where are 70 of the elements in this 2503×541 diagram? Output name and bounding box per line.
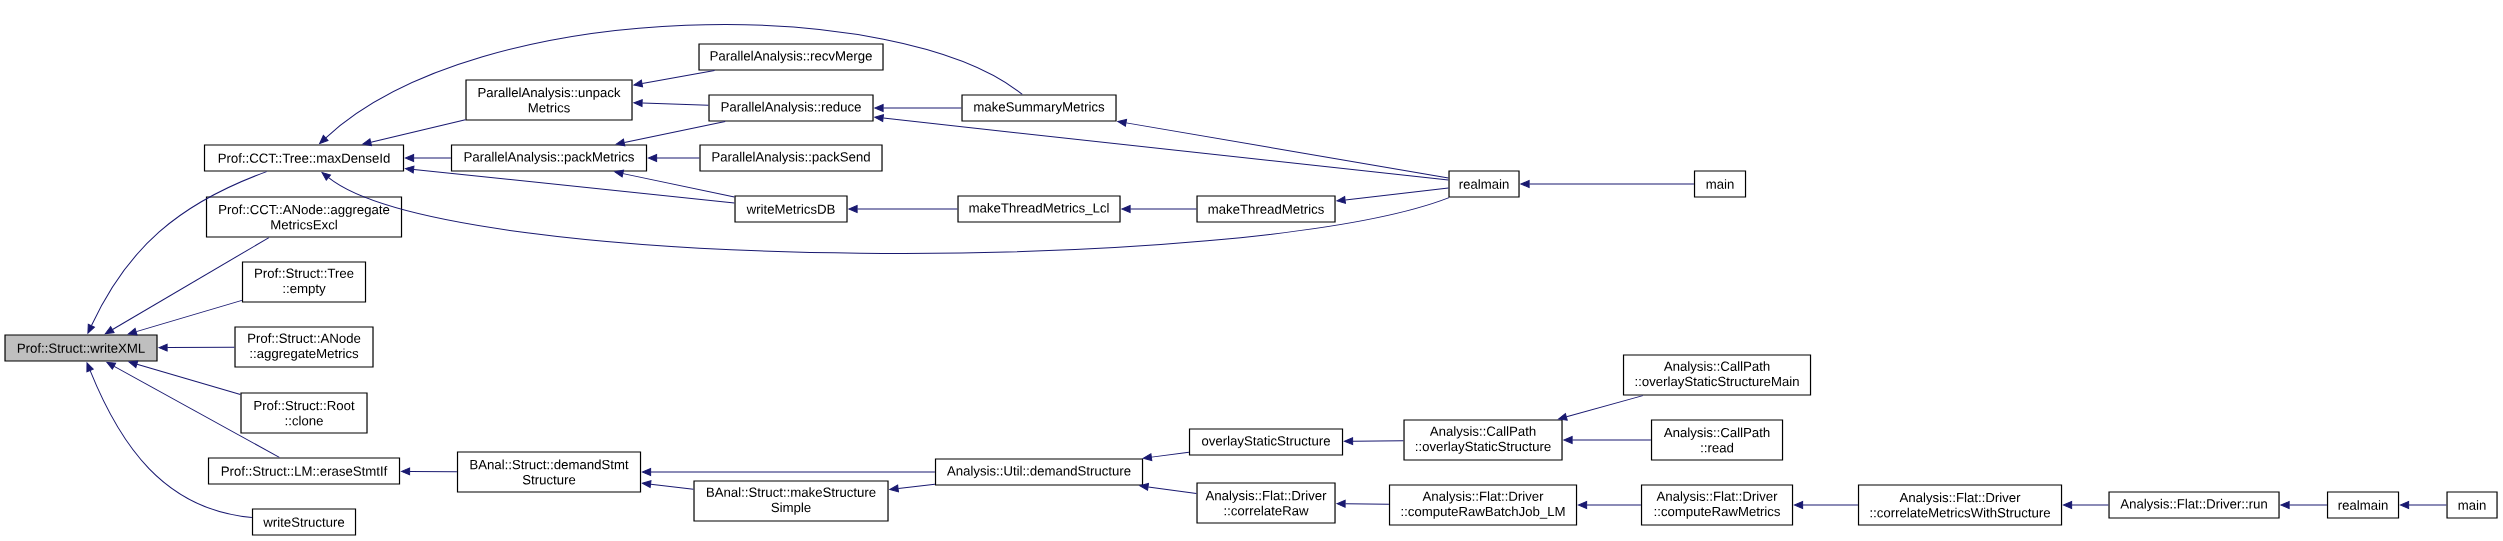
arrow <box>1142 451 1190 461</box>
arrow <box>633 70 716 88</box>
function-box: ParallelAnalysis::packMetrics <box>450 144 648 172</box>
arrow <box>2063 501 2109 509</box>
arrow <box>874 104 962 112</box>
function-box: Analysis::CallPath ::overlayStaticStructureMain <box>1622 354 1812 396</box>
arrow <box>1336 499 1390 508</box>
function-box: Analysis::Flat::Driver ::computeRawMetrics <box>1640 484 1794 526</box>
arrow <box>1343 437 1404 446</box>
arrow <box>87 171 268 334</box>
arrow <box>321 171 1450 254</box>
arrow <box>1121 205 1197 213</box>
function-box: Prof::CCT::Tree::maxDenseId <box>203 144 405 172</box>
function-box: ParallelAnalysis::packSend <box>699 144 883 172</box>
function-box: Prof::Struct::Tree ::empty <box>241 261 367 303</box>
arrow <box>1520 180 1695 188</box>
arrow <box>1557 395 1644 421</box>
function-box: realmain <box>2326 491 2400 519</box>
function-box: overlayStaticStructure <box>1188 428 1344 456</box>
function-box: ParallelAnalysis::reduce <box>708 94 874 122</box>
arrow <box>128 360 241 395</box>
arrow <box>633 99 709 107</box>
arrow <box>1793 501 1859 509</box>
arrow <box>1117 119 1449 179</box>
function-box: Analysis::Flat::Driver ::correlateMetricsWithStructure <box>1857 484 2063 526</box>
arrow <box>86 362 253 518</box>
function-box: Prof::CCT::ANode::aggregate MetricsExcl <box>205 196 403 238</box>
arrow <box>1139 483 1197 494</box>
function-box: ParallelAnalysis::recvMerge <box>698 43 884 71</box>
function-box: BAnal::Struct::demandStmt Structure <box>456 451 642 493</box>
arrow <box>848 205 958 213</box>
arrow <box>2400 501 2447 509</box>
function-box: Analysis::Flat::Driver ::correlateRaw <box>1196 482 1336 524</box>
arrow <box>614 169 735 198</box>
arrow <box>874 114 1449 181</box>
arrow <box>641 468 936 476</box>
function-box: Analysis::Util::demandStructure <box>934 458 1144 486</box>
arrow <box>1577 501 1642 509</box>
function-box: main <box>2446 491 2498 519</box>
function-box: writeMetricsDB <box>734 195 848 223</box>
function-box: Analysis::Flat::Driver::run <box>2108 491 2280 519</box>
arrow <box>615 121 726 147</box>
arrow <box>889 483 936 493</box>
function-box: Analysis::CallPath ::read <box>1650 419 1784 461</box>
function-box: Prof::Struct::LM::eraseStmtIf <box>207 457 401 485</box>
function-box: main <box>1693 170 1747 198</box>
function-box: makeThreadMetrics <box>1196 195 1336 223</box>
function-box: makeSummaryMetrics <box>961 94 1117 122</box>
function-box: BAnal::Struct::makeStructure Simple <box>693 480 889 522</box>
function-box: ParallelAnalysis::unpack Metrics <box>465 79 633 121</box>
function-box: Prof::Struct::Root ::clone <box>240 392 368 434</box>
function-box: Analysis::Flat::Driver ::computeRawBatchJob_LM <box>1388 484 1578 526</box>
arrow <box>641 480 694 490</box>
arrow <box>2280 501 2328 509</box>
function-box: makeThreadMetrics_Lcl <box>957 195 1121 223</box>
arrow <box>404 154 452 162</box>
function-box: Analysis::CallPath ::overlayStaticStructure <box>1403 419 1563 461</box>
arrow <box>127 299 243 336</box>
function-box: realmain <box>1448 170 1520 198</box>
arrow <box>404 165 735 204</box>
function-box: Prof::Struct::ANode ::aggregateMetrics <box>234 326 374 368</box>
arrow <box>647 154 700 162</box>
function-box: Prof::Struct::writeXML <box>4 334 158 362</box>
arrow <box>158 343 235 352</box>
arrow <box>400 467 458 476</box>
arrow <box>319 24 1023 144</box>
arrow <box>362 119 466 146</box>
arrow <box>1563 436 1652 444</box>
function-box: writeStructure <box>251 508 357 536</box>
arrow <box>1336 187 1449 204</box>
